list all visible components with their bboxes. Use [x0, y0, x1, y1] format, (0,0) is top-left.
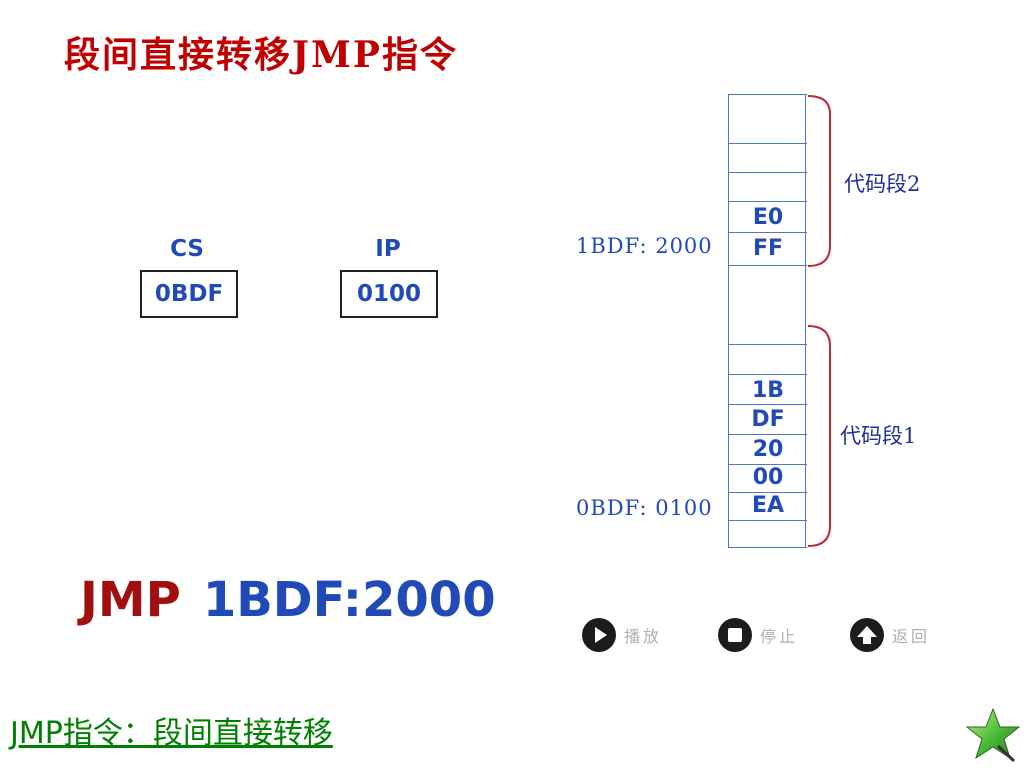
page-title: 段间直接转移JMP指令 [64, 34, 458, 76]
instruction-operand: 1BDF:2000 [202, 572, 496, 628]
cs-register-label: CS [170, 236, 204, 262]
segment2-label: 代码段2 [844, 172, 921, 196]
memory-cell: 20 [752, 437, 784, 462]
back-label: 返回 [892, 627, 931, 646]
memory-cell: EA [751, 493, 785, 518]
memory-column: E0 FF 1B DF 20 00 EA [728, 94, 807, 548]
segment-brackets [807, 95, 831, 547]
instruction-text: JMP 1BDF:2000 [80, 572, 496, 628]
stop-button[interactable]: 停止 [718, 617, 798, 653]
play-button[interactable]: 播放 [582, 617, 662, 653]
source-address-label: 0BDF: 0100 [576, 496, 713, 520]
play-icon [582, 618, 616, 652]
target-address-label: 1BDF: 2000 [576, 234, 713, 258]
memory-cell: E0 [752, 205, 784, 230]
memory-cell: FF [752, 236, 784, 261]
instruction-opcode: JMP [80, 572, 181, 628]
ip-register-label: IP [375, 236, 401, 262]
stop-label: 停止 [760, 627, 799, 646]
segment1-bracket [807, 325, 831, 547]
back-button[interactable]: 返回 [850, 617, 930, 653]
bottom-link[interactable]: JMP指令：段间直接转移 [10, 716, 333, 751]
memory-cell: 00 [752, 465, 784, 490]
up-arrow-icon [850, 618, 884, 652]
ip-register-value: 0100 [340, 270, 438, 318]
segment1-label: 代码段1 [840, 424, 917, 448]
stop-icon [718, 618, 752, 652]
segment2-bracket [807, 95, 831, 267]
memory-cell: DF [751, 407, 785, 432]
memory-cell: 1B [751, 378, 785, 403]
play-label: 播放 [624, 627, 663, 646]
star-icon[interactable] [964, 706, 1022, 764]
cs-register-value: 0BDF [140, 270, 238, 318]
